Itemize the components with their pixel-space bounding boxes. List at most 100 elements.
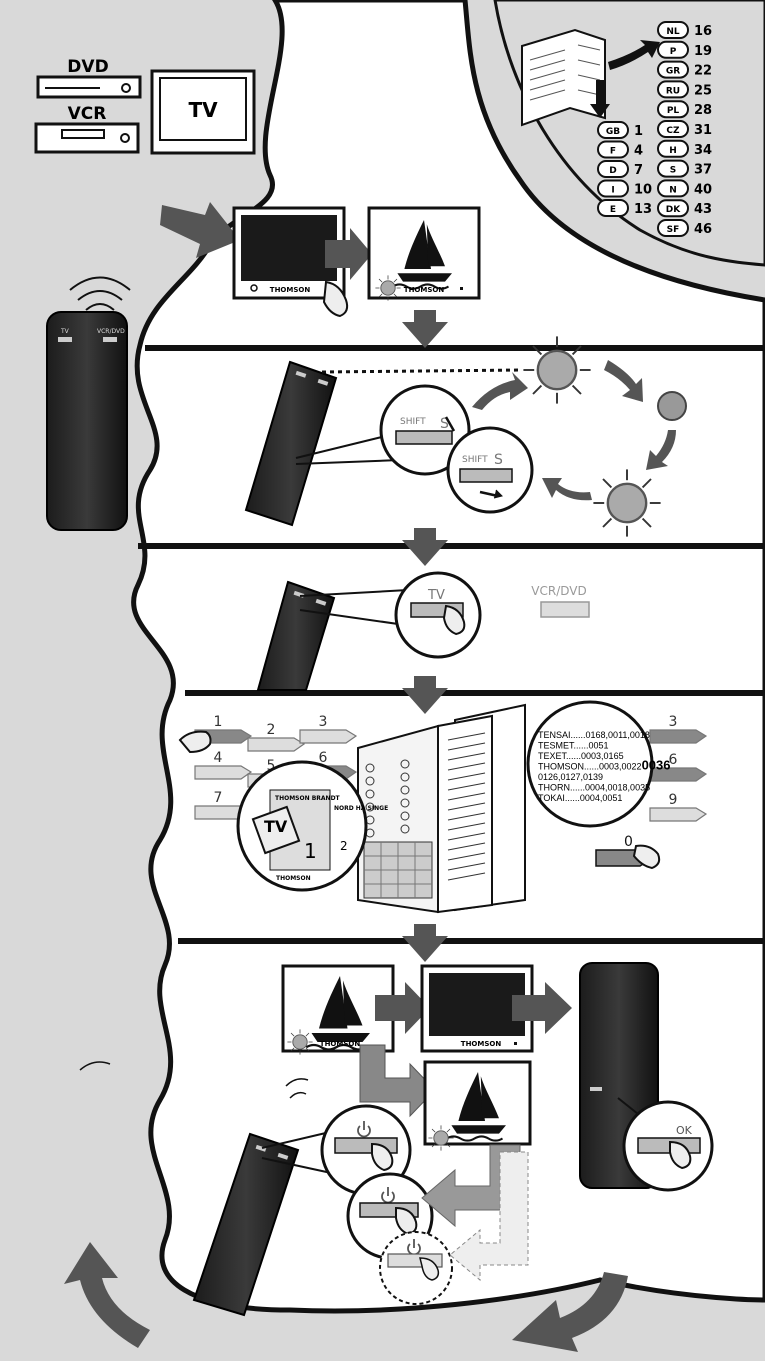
language-code: DK — [666, 205, 681, 215]
code-brand: TEXET — [538, 751, 568, 761]
keypad-right: 3 6 9 — [649, 714, 708, 822]
separator-3 — [185, 690, 765, 696]
tv-brand: THOMSON — [270, 286, 311, 294]
language-page: 40 — [694, 182, 712, 197]
tv-tab-label: TV — [264, 817, 288, 836]
language-code: D — [609, 166, 616, 176]
code-row: 0126,0127,0139 — [538, 772, 603, 782]
svg-text:THORN......0004,0018,0035: THORN......0004,0018,0035 — [538, 783, 650, 793]
language-code: H — [669, 146, 677, 156]
arrow-icon — [325, 228, 372, 280]
arrow-icon — [160, 202, 240, 258]
return-arrow-left-icon — [64, 1242, 150, 1348]
keypad-digit: 6 — [669, 752, 678, 768]
tv-sail-screen-2 — [423, 1060, 532, 1152]
code-values: 0168,0011,0018 — [586, 730, 650, 740]
arrow-icon — [375, 982, 430, 1034]
arrow-icon — [402, 676, 448, 714]
language-code: PL — [667, 106, 680, 116]
dotted-guide — [321, 368, 523, 374]
svg-text:THOMSON: THOMSON — [461, 1040, 502, 1048]
manual-booklet-icon — [521, 28, 660, 127]
finger-icon — [371, 1142, 394, 1172]
svg-text:0: 0 — [624, 834, 633, 850]
code-values: 0051 — [589, 741, 609, 751]
zoom-code-table: TENSAI......0168,0011,0018TESMET......00… — [526, 700, 670, 828]
svg-text:TENSAI......0168,0011,0018: TENSAI......0168,0011,0018 — [538, 730, 650, 740]
finger-icon — [395, 1206, 418, 1236]
vcr-player: VCR — [34, 104, 140, 154]
code-row: THORN......0004,0018,0035 — [538, 783, 650, 793]
remote-tv-label: TV — [60, 328, 70, 335]
code-brand: TENSAI — [538, 730, 571, 740]
svg-text:THOMSON BRANDT: THOMSON BRANDT — [275, 795, 341, 802]
language-code: RU — [666, 86, 680, 96]
tv-label: TV — [188, 98, 218, 122]
tv-off-screen: THOMSON — [232, 206, 346, 300]
signal-icon — [79, 1061, 111, 1071]
arrow-icon — [604, 360, 643, 402]
code-brand: THORN — [538, 783, 570, 793]
language-code: S — [670, 166, 676, 176]
arrow-icon — [402, 310, 448, 348]
language-item[interactable]: DK 43 — [657, 199, 712, 218]
code-brand: TESMET — [538, 741, 575, 751]
code-brand: TOKAI — [538, 793, 565, 803]
svg-text:THOMSON: THOMSON — [320, 1040, 361, 1048]
arrow-icon — [472, 372, 528, 410]
code-values: 0004,0018,0035 — [585, 783, 650, 793]
separator-1 — [145, 345, 765, 351]
arrow-icon — [402, 924, 448, 962]
keypad-key[interactable]: 3 — [299, 714, 358, 744]
language-code: GR — [666, 67, 680, 77]
code-highlight: 0036 — [642, 758, 671, 773]
arrow-icon — [608, 40, 660, 70]
separator-4 — [178, 938, 765, 944]
language-page: 43 — [694, 202, 712, 217]
finger-icon — [442, 604, 466, 636]
keypad-key[interactable]: 3 — [649, 714, 708, 744]
zoom-power-key-dashed — [379, 1231, 453, 1305]
arrow-icon — [590, 80, 610, 118]
code-values: 0126,0127,0139 — [538, 772, 603, 782]
keypad-key[interactable]: 2 — [247, 722, 306, 752]
arrow-icon — [646, 430, 676, 470]
svg-text:THOMSON: THOMSON — [404, 286, 445, 294]
language-code: P — [670, 47, 677, 57]
code-row: THOMSON......0003,00220036 — [538, 758, 670, 773]
keypad-key[interactable]: 4 — [194, 750, 253, 780]
zoom-shift-s-press: SHIFT S — [379, 384, 471, 476]
code-values: 0004,0051 — [580, 793, 623, 803]
code-values: 0003,0165 — [581, 751, 624, 761]
svg-text:TEXET......0003,0165: TEXET......0003,0165 — [538, 751, 624, 761]
language-page: 4 — [634, 144, 643, 159]
finger-icon — [632, 844, 661, 870]
keypad-key[interactable]: 9 — [649, 792, 708, 822]
code-row: TESMET......0051 — [538, 741, 609, 751]
zoom-tv-key: TV — [394, 571, 482, 659]
keypad-digit: 3 — [319, 714, 328, 730]
tv-set: TV — [150, 69, 256, 155]
arrow-icon — [542, 478, 592, 501]
svg-text:THOMSON......0003,00220036: THOMSON......0003,00220036 — [538, 758, 670, 773]
language-code: SF — [667, 225, 680, 235]
remote-control-step2 — [244, 360, 338, 527]
language-page: 1 — [634, 124, 643, 139]
svg-text:SHIFT: SHIFT — [400, 417, 426, 427]
